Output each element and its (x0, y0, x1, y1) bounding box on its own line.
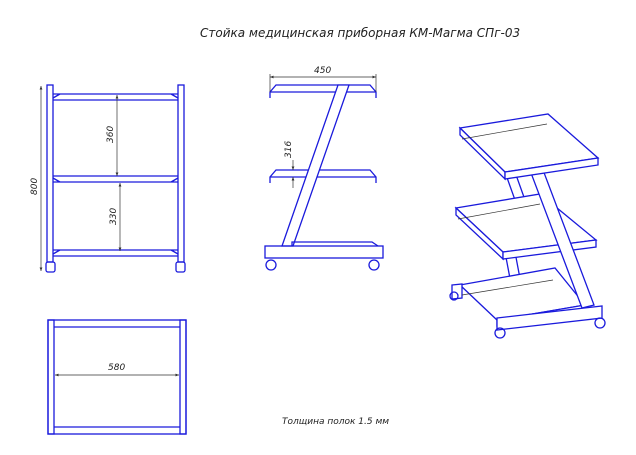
dim-450: 450 (314, 66, 331, 76)
side-view: 450 316 (264, 66, 384, 271)
dim-800: 800 (30, 178, 40, 195)
dim-360: 360 (106, 126, 116, 143)
isometric-view (449, 113, 606, 339)
front-view: 800 360 330 (30, 84, 186, 273)
drawing-title: Стойка медицинская приборная КМ-Магма СП… (200, 26, 520, 40)
shelf-thickness-note: Толщина полок 1.5 мм (282, 417, 389, 427)
dim-316: 316 (284, 141, 294, 158)
top-view: 580 (47, 319, 187, 435)
dim-330: 330 (109, 208, 119, 225)
dim-580: 580 (108, 363, 125, 373)
